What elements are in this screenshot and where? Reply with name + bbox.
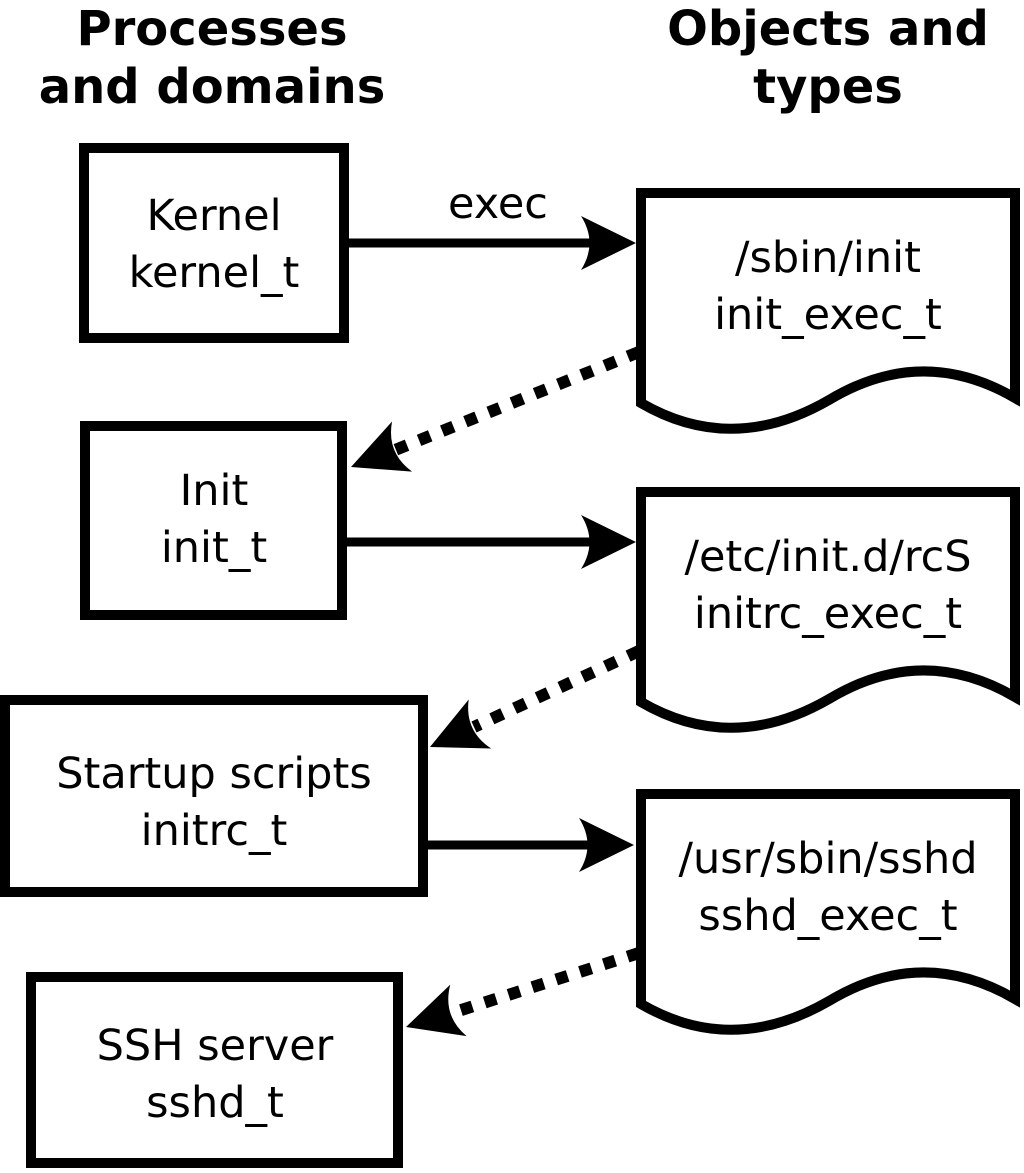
transition-arrow-line [450,947,641,1019]
process-box-kernel-name: Kernel [146,191,281,241]
document-etc-initd-rcs-shape [636,487,1020,733]
transition-arrow-line [471,645,642,733]
process-box-kernel: Kernel kernel_t [79,143,349,343]
arrowhead-icon [581,515,636,569]
column-header-objects: Objects and types [667,1,989,115]
header-processes-line1: Processes [76,1,347,57]
process-box-startup-scripts-shape [0,695,428,897]
document-usr-sbin-sshd-path: /usr/sbin/sshd [678,834,977,884]
header-objects-line1: Objects and [667,1,989,57]
arrowhead-icon [430,699,492,749]
document-sbin-init-shape [636,188,1020,434]
document-sbin-init-type: init_exec_t [714,290,942,340]
exec-arrow-init-to-rcs [343,515,636,569]
header-objects-line2: types [753,59,903,115]
process-box-startup-scripts-type: initrc_t [141,806,288,856]
document-usr-sbin-sshd-type: sshd_exec_t [698,891,957,941]
document-usr-sbin-sshd-shape [636,789,1020,1035]
transition-arrow-sbin-init-to-init [351,346,642,472]
exec-arrow-label: exec [448,179,548,229]
process-box-startup-scripts-name: Startup scripts [56,749,372,799]
transition-arrow-sshd-to-ssh-server [406,947,641,1037]
process-box-ssh-server: SSH server sshd_t [26,972,403,1168]
exec-arrow-kernel-to-sbin-init: exec [345,179,636,270]
document-etc-initd-rcs: /etc/init.d/rcS initrc_exec_t [636,487,1020,733]
arrowhead-icon [406,984,467,1037]
process-box-init: Init init_t [80,421,347,620]
process-box-ssh-server-shape [26,972,403,1168]
exec-arrow-startup-to-sshd [424,818,634,872]
column-header-processes: Processes and domains [39,1,386,115]
process-box-init-type: init_t [161,523,267,573]
transition-arrow-rcs-to-startup [430,645,642,749]
document-etc-initd-rcs-path: /etc/init.d/rcS [684,532,971,582]
process-box-kernel-type: kernel_t [129,248,300,298]
process-box-ssh-server-type: sshd_t [146,1078,284,1128]
document-etc-initd-rcs-type: initrc_exec_t [694,589,962,639]
process-box-init-shape [80,421,347,620]
document-sbin-init: /sbin/init init_exec_t [636,188,1020,434]
process-box-kernel-shape [79,143,349,343]
header-processes-line2: and domains [39,59,386,115]
arrowhead-icon [351,421,413,472]
arrowhead-icon [579,818,634,872]
process-box-init-name: Init [180,466,249,516]
process-box-ssh-server-name: SSH server [97,1021,334,1071]
document-usr-sbin-sshd: /usr/sbin/sshd sshd_exec_t [636,789,1020,1035]
document-sbin-init-path: /sbin/init [735,233,921,283]
arrowhead-icon [581,216,636,270]
process-box-startup-scripts: Startup scripts initrc_t [0,695,428,897]
transition-arrow-line [392,346,642,456]
